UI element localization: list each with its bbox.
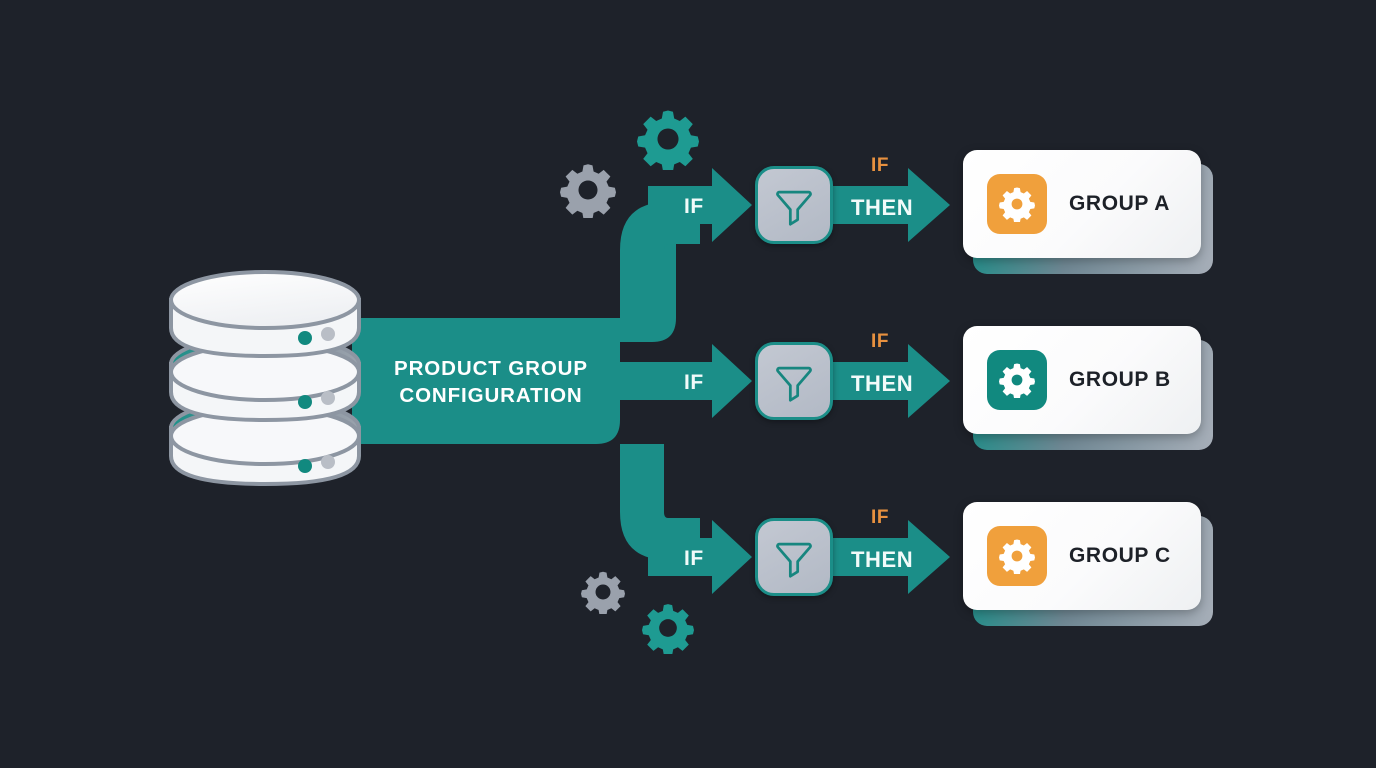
group-card-b[interactable]: GROUP B (963, 326, 1213, 450)
gear-decor-top-teal-icon (637, 108, 699, 175)
pipeline-title-line2: CONFIGURATION (399, 384, 583, 407)
main-pipeline-slab (352, 318, 620, 444)
if-label-a: IF (684, 195, 704, 218)
condition-label-c: IF (871, 507, 890, 528)
group-card-b-front[interactable]: GROUP B (963, 326, 1201, 434)
funnel-icon (776, 190, 812, 226)
group-a-label: GROUP A (1069, 192, 1171, 215)
branch-path-c (620, 444, 700, 560)
gear-decor-bottom-teal-icon (642, 602, 694, 659)
group-b-gear-icon (987, 350, 1047, 410)
then-arrow-a (828, 168, 950, 242)
group-card-a[interactable]: GROUP A (963, 150, 1213, 274)
if-label-b: IF (684, 371, 704, 394)
if-arrow-b (620, 344, 752, 418)
filter-node-a[interactable] (755, 166, 833, 244)
if-arrow-a (648, 168, 752, 242)
if-label-c: IF (684, 547, 704, 570)
then-label-a: THEN (851, 195, 914, 220)
funnel-icon (776, 366, 812, 402)
group-c-gear-icon (987, 526, 1047, 586)
if-arrow-c (648, 520, 752, 594)
group-a-gear-icon (987, 174, 1047, 234)
then-arrow-b (828, 344, 950, 418)
gear-decor-top-gray-icon (560, 162, 616, 223)
pipeline-title-line1: PRODUCT GROUP (394, 357, 588, 380)
database-icon (165, 268, 365, 497)
gear-decor-bottom-gray-icon (581, 570, 625, 619)
filter-node-b[interactable] (755, 342, 833, 420)
group-card-a-front[interactable]: GROUP A (963, 150, 1201, 258)
pipeline-title: PRODUCT GROUP CONFIGURATION (384, 355, 598, 409)
condition-label-b: IF (871, 331, 890, 352)
funnel-icon (776, 542, 812, 578)
group-b-label: GROUP B (1069, 368, 1171, 391)
group-card-c-front[interactable]: GROUP C (963, 502, 1201, 610)
condition-label-a: IF (871, 155, 890, 176)
branch-path-a (596, 202, 700, 342)
filter-node-c[interactable] (755, 518, 833, 596)
then-label-b: THEN (851, 371, 914, 396)
then-label-c: THEN (851, 547, 914, 572)
group-c-label: GROUP C (1069, 544, 1171, 567)
then-arrow-c (828, 520, 950, 594)
group-card-c[interactable]: GROUP C (963, 502, 1213, 626)
